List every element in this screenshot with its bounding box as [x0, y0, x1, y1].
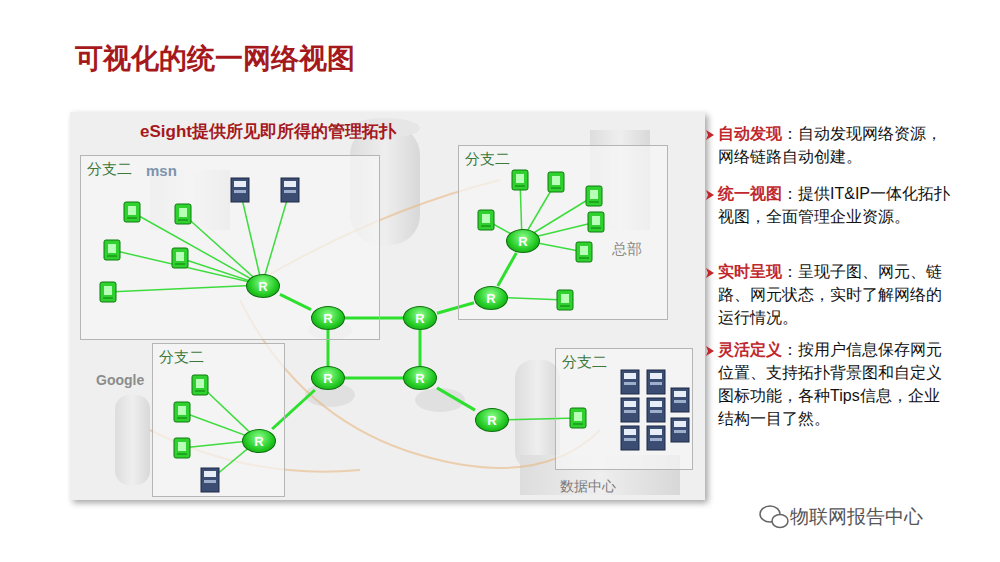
network-link [327, 330, 330, 366]
watermark: 物联网报告中心 [790, 504, 923, 530]
feature-item: 统一视图：提供IT&IP一体化拓扑视图，全面管理企业资源。 [718, 182, 953, 228]
server-icon [647, 398, 665, 422]
server-icon [621, 398, 639, 422]
branch-name: 分支二 [562, 353, 607, 372]
background-label: 总部 [612, 240, 642, 259]
panel-heading: eSight提供所见即所得的管理拓扑 [140, 120, 396, 143]
device-wire [183, 214, 262, 285]
branch-ground [80, 155, 380, 340]
background-label: Google [96, 372, 144, 388]
branch-name: 分支二 [159, 348, 204, 367]
router-letter: R [415, 371, 424, 386]
router-node: R [246, 274, 280, 298]
feature-term: 自动发现 [718, 125, 782, 142]
phone-icon [104, 240, 120, 260]
router-node: R [403, 306, 437, 330]
phone-icon [172, 248, 188, 268]
page-title: 可视化的统一网络视图 [75, 40, 355, 78]
router-letter: R [518, 234, 527, 249]
server-icon [647, 370, 665, 394]
router-node: R [403, 366, 437, 390]
router-node: R [242, 429, 276, 453]
server-icon [231, 178, 249, 202]
network-link [272, 390, 315, 429]
branch-region: R 分支二 [152, 343, 285, 497]
network-link [345, 317, 403, 320]
bullet-arrows [706, 130, 714, 356]
feature-term: 统一视图 [718, 185, 782, 202]
router-letter: R [415, 311, 424, 326]
router-letter: R [323, 311, 332, 326]
router-node: R [311, 366, 345, 390]
router-letter: R [487, 413, 496, 428]
device-wire [108, 285, 262, 292]
branch-region: 分支二 [555, 348, 693, 470]
branch-name: 分支二 [465, 150, 510, 169]
branch-ground [152, 343, 285, 497]
phone-icon [174, 402, 190, 422]
server-icon [621, 426, 639, 450]
network-link [345, 377, 403, 380]
router-node: R [475, 408, 509, 432]
phone-icon [548, 172, 564, 192]
phone-icon [100, 282, 116, 302]
phone-icon [588, 212, 604, 232]
device-wire [240, 190, 262, 285]
server-icon [647, 426, 665, 450]
feature-item: 实时呈现：呈现子图、网元、链路、网元状态，实时了解网络的运行情况。 [718, 260, 953, 329]
branch-name: 分支二 [87, 160, 132, 179]
router-letter: R [254, 434, 263, 449]
phone-icon [478, 210, 494, 230]
network-link [437, 303, 474, 313]
network-link [498, 253, 517, 286]
phone-icon [557, 290, 573, 310]
feature-term: 灵活定义 [718, 341, 782, 358]
branch-region: R R 分支二 [458, 145, 668, 320]
phone-icon [586, 186, 602, 206]
server-icon [671, 388, 689, 412]
feature-item: 自动发现：自动发现网络资源，网络链路自动创建。 [718, 122, 953, 168]
network-link [280, 294, 311, 309]
feature-term: 实时呈现 [718, 263, 782, 280]
router-node: R [506, 229, 540, 253]
phone-icon [512, 170, 528, 190]
router-letter: R [258, 279, 267, 294]
phone-icon [174, 438, 190, 458]
panel-ground [70, 112, 705, 500]
router-letter: R [323, 371, 332, 386]
phone-icon [192, 375, 208, 395]
background-label: 数据中心 [560, 478, 616, 496]
device-wire [262, 190, 290, 285]
background-label: msn [146, 162, 177, 179]
phone-icon [175, 204, 191, 224]
phone-icon [576, 242, 592, 262]
router-node: R [311, 306, 345, 330]
device-icons [100, 170, 689, 492]
wechat-icon [760, 506, 788, 528]
branch-ground [555, 348, 693, 470]
phone-icon [124, 202, 140, 222]
router-node: R [474, 286, 508, 310]
network-link [437, 388, 475, 410]
phone-icon [570, 408, 586, 428]
server-icon [671, 418, 689, 442]
server-icon [201, 468, 219, 492]
network-link [419, 330, 422, 366]
server-icon [281, 178, 299, 202]
branch-ground [458, 145, 668, 320]
server-icon [621, 370, 639, 394]
router-letter: R [486, 291, 495, 306]
device-wire [132, 212, 262, 285]
feature-item: 灵活定义：按用户信息保存网元位置、支持拓扑背景图和自定义图标功能，各种Tips信… [718, 338, 953, 430]
